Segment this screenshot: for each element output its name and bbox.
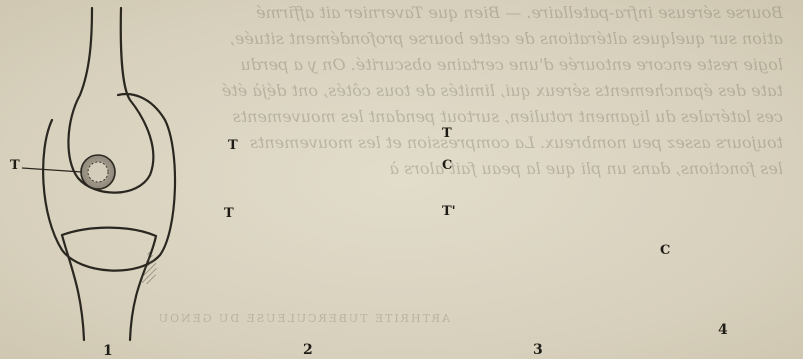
panel-3-number: 3	[533, 342, 543, 358]
panel-3-label-c: C	[442, 158, 452, 173]
panel-4-number: 4	[718, 322, 728, 338]
panel-3-label-t: T	[442, 126, 452, 141]
panel-1-number: 1	[103, 343, 113, 359]
panel-2-label-t-tibia: T	[224, 206, 234, 221]
panel-1-label-t: T	[10, 158, 20, 173]
panel-4-label-c: C	[660, 243, 670, 258]
panel-3-label-t-prime: T'	[442, 204, 456, 219]
panel-1-knee	[22, 8, 175, 340]
panel-2-number: 2	[303, 342, 313, 358]
panel-2-label-t-femur: T	[228, 138, 238, 153]
